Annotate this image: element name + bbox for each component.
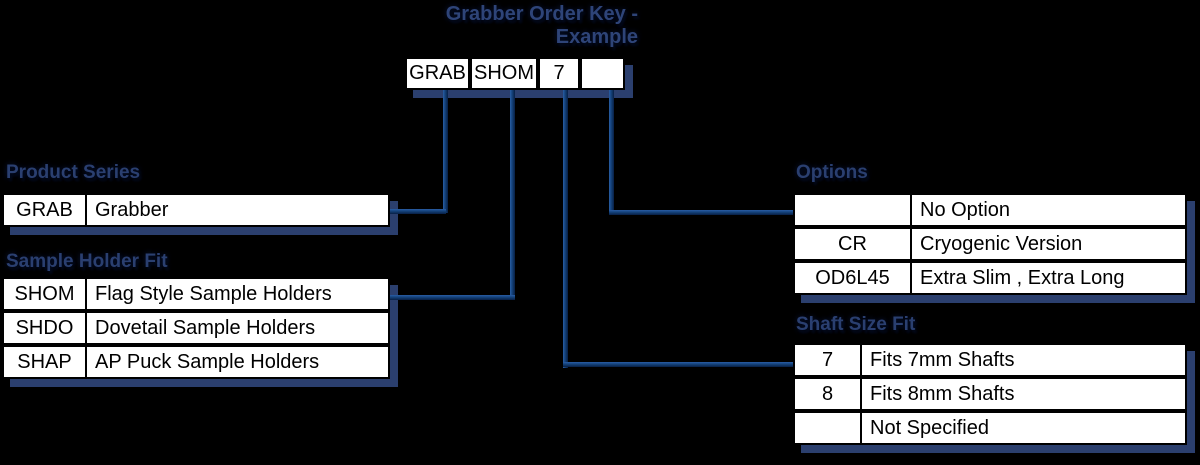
order-key-example-row: GRAB SHOM 7 <box>405 57 625 90</box>
code-cell: SHAP <box>4 347 87 377</box>
code-cell <box>795 413 862 443</box>
order-key-segment-product-series: GRAB <box>405 57 470 90</box>
table-row: SHDO Dovetail Sample Holders <box>2 311 390 345</box>
table-row: SHOM Flag Style Sample Holders <box>2 277 390 311</box>
description-cell: Not Specified <box>870 416 989 439</box>
table-row: No Option <box>793 193 1187 227</box>
sample-holder-fit-table: SHOM Flag Style Sample Holders SHDO Dove… <box>2 277 390 379</box>
diagram-title: Grabber Order Key - Example <box>340 3 638 49</box>
connector-options-horizontal-line <box>609 210 793 215</box>
code-cell: 8 <box>795 379 862 409</box>
code-cell: SHDO <box>4 313 87 343</box>
table-row: GRAB Grabber <box>2 193 390 227</box>
connector-product-series-vertical-line <box>443 90 448 213</box>
connector-product-series-horizontal-line <box>390 209 446 214</box>
diagram-title-line2: Example <box>555 26 638 48</box>
shaft-size-fit-table: 7 Fits 7mm Shafts 8 Fits 8mm Shafts Not … <box>793 343 1187 445</box>
product-series-table: GRAB Grabber <box>2 193 390 227</box>
description-cell: Dovetail Sample Holders <box>95 316 316 339</box>
code-cell <box>795 195 912 225</box>
connector-options-vertical-line <box>609 90 614 215</box>
description-cell: No Option <box>920 198 1011 221</box>
description-cell: Cryogenic Version <box>920 232 1083 255</box>
code-cell: GRAB <box>4 195 87 225</box>
sample-holder-fit-label: Sample Holder Fit <box>6 251 168 272</box>
table-row: 8 Fits 8mm Shafts <box>793 377 1187 411</box>
options-label: Options <box>796 162 868 183</box>
code-cell: SHOM <box>4 279 87 309</box>
connector-shaft-size-fit-vertical-line <box>563 90 568 368</box>
table-row: CR Cryogenic Version <box>793 227 1187 261</box>
code-cell: 7 <box>795 345 862 375</box>
diagram-title-line1: Grabber Order Key - <box>445 3 638 25</box>
code-cell: CR <box>795 229 912 259</box>
description-cell: Fits 7mm Shafts <box>870 348 1015 371</box>
shaft-size-fit-label: Shaft Size Fit <box>796 314 916 335</box>
description-cell: Flag Style Sample Holders <box>95 282 332 305</box>
product-series-label: Product Series <box>6 162 141 183</box>
table-row: 7 Fits 7mm Shafts <box>793 343 1187 377</box>
connector-sample-holder-fit-horizontal-line <box>390 295 515 300</box>
table-row: OD6L45 Extra Slim , Extra Long <box>793 261 1187 295</box>
options-table: No Option CR Cryogenic Version OD6L45 Ex… <box>793 193 1187 295</box>
connector-shaft-size-fit-horizontal-line <box>563 362 793 367</box>
connector-sample-holder-fit-vertical-line <box>510 90 515 300</box>
order-key-segment-sample-holder-fit: SHOM <box>470 57 538 90</box>
description-cell: Grabber <box>95 198 169 221</box>
table-row: SHAP AP Puck Sample Holders <box>2 345 390 379</box>
description-cell: AP Puck Sample Holders <box>95 350 320 373</box>
description-cell: Fits 8mm Shafts <box>870 382 1015 405</box>
table-row: Not Specified <box>793 411 1187 445</box>
code-cell: OD6L45 <box>795 263 912 293</box>
order-key-segment-options <box>580 57 625 90</box>
description-cell: Extra Slim , Extra Long <box>920 266 1125 289</box>
order-key-segment-shaft-size: 7 <box>538 57 580 90</box>
